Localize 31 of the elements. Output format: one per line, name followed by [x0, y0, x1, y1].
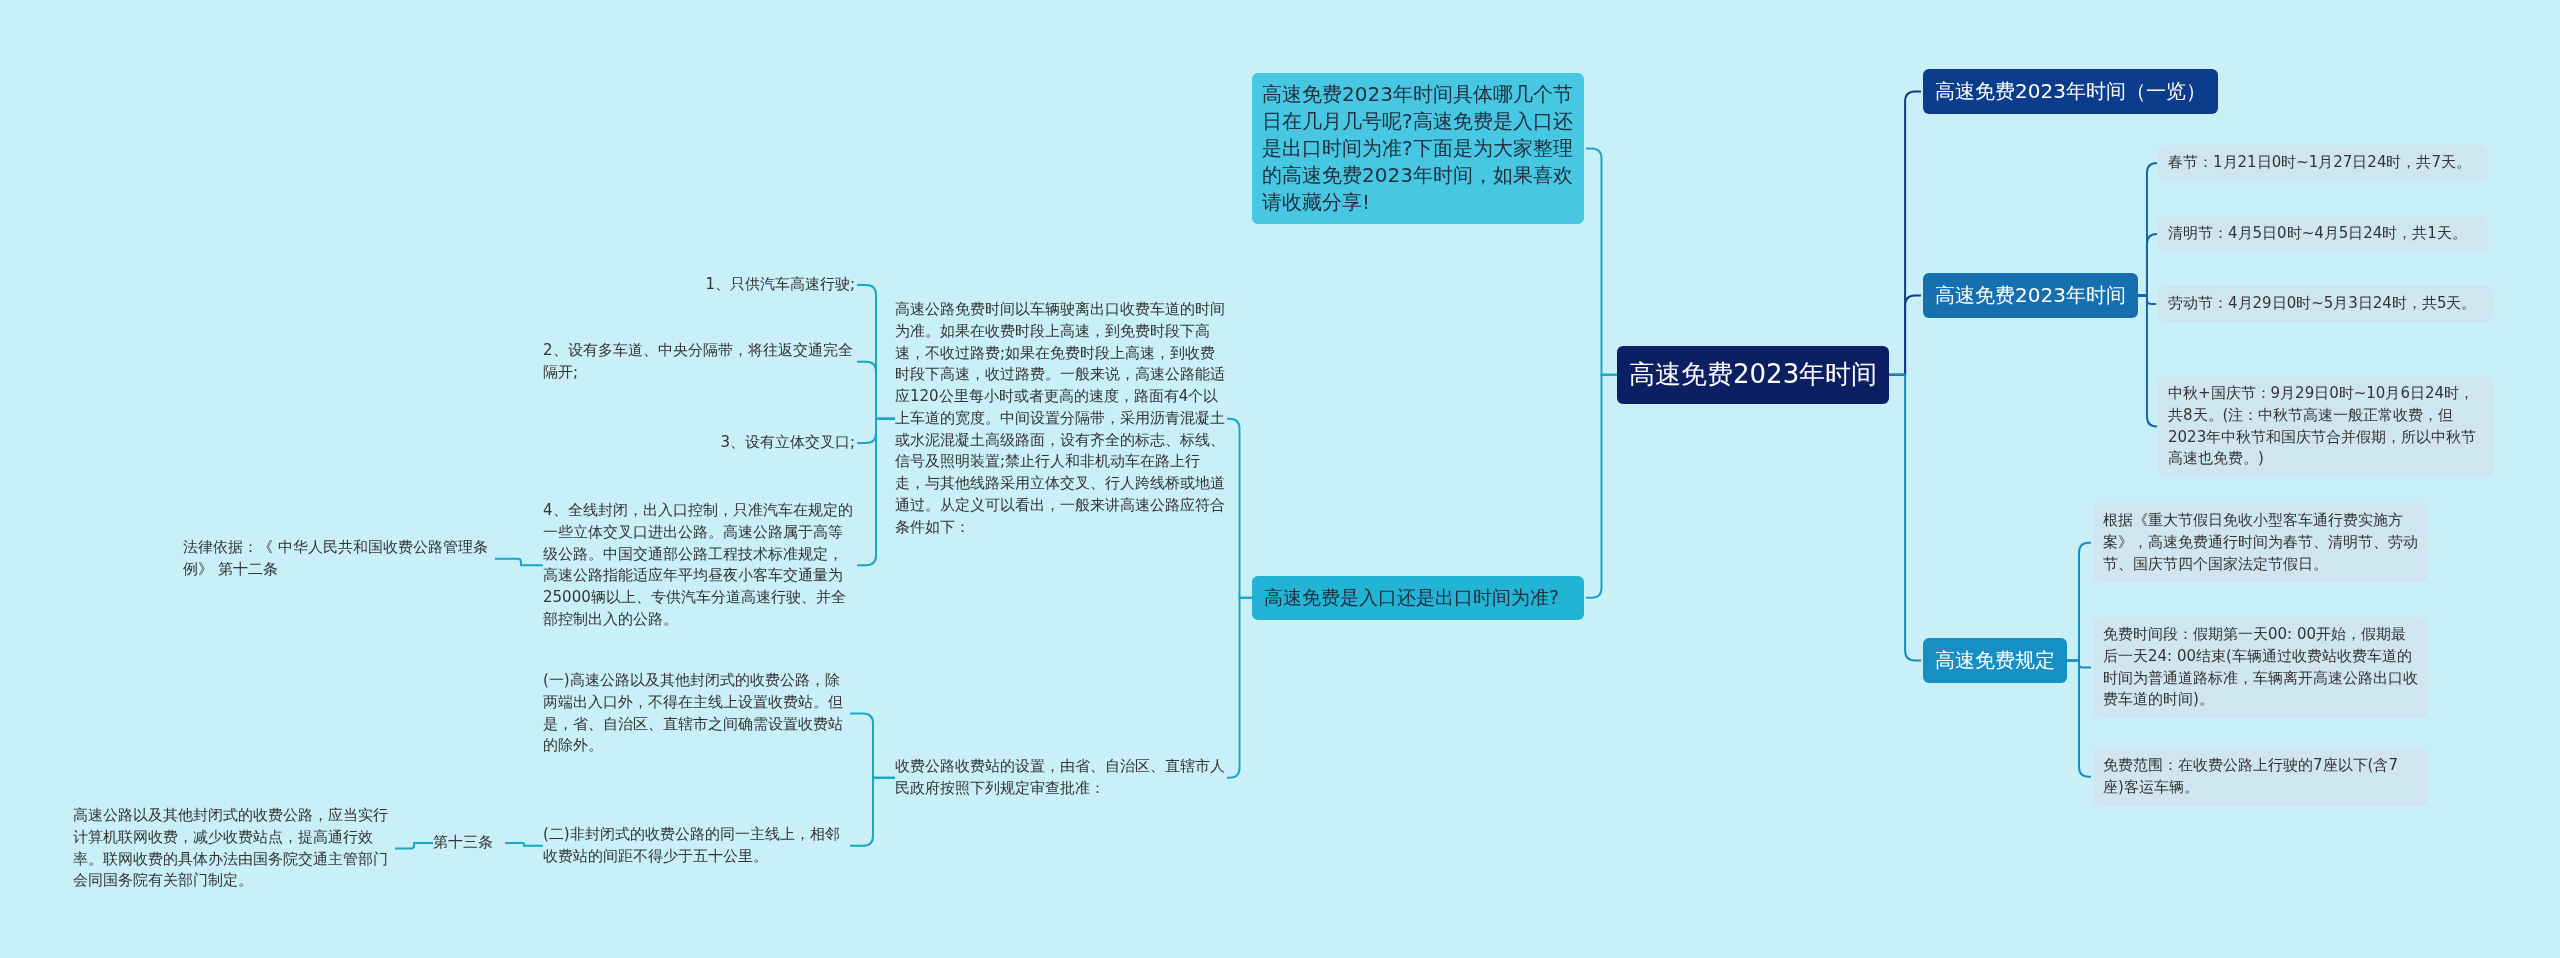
connector	[504, 841, 544, 847]
topic-text: (二)非封闭式的收费公路的同一主线上，相邻收费站的间距不得少于五十公里。	[543, 822, 848, 870]
topic-text: 3、设有立体交叉口;	[680, 430, 855, 456]
connector	[1888, 373, 1922, 662]
topic-text: 第十三条	[433, 830, 503, 856]
connector	[394, 841, 434, 850]
topic-box: 高速免费2023年时间	[1923, 273, 2138, 318]
connector	[2066, 659, 2092, 778]
connector	[2136, 294, 2158, 428]
topic-box: 高速免费2023年时间（一览）	[1923, 69, 2218, 114]
topic-text: 收费公路收费站的设置，由省、自治区、直辖市人民政府按照下列规定审查批准：	[895, 754, 1225, 802]
intro-box: 高速免费2023年时间具体哪几个节日在几月几号呢?高速免费是入口还是出口时间为准?下面是为大家整理的高速免费2023年时间，如果喜欢请收藏分享!	[1252, 73, 1584, 224]
topic-box: 高速免费是入口还是出口时间为准?	[1252, 576, 1584, 620]
note-box: 根据《重大节假日免收小型客车通行费实施方案》，高速免费通行时间为春节、清明节、劳动节、国庆节四个国家法定节假日。	[2093, 503, 2428, 583]
topic-text: 2、设有多车道、中央分隔带，将往返交通完全隔开;	[543, 338, 855, 386]
topic-text: 高速公路以及其他封闭式的收费公路，应当实行计算机联网收费，减少收费站点，提高通行效率。联网收费的具体办法由国务院交通主管部门会同国务院有关部门制定。	[73, 803, 393, 894]
connector	[494, 557, 544, 567]
note-box: 清明节：4月5日0时~4月5日24时，共1天。	[2158, 216, 2488, 252]
topic-text: 4、全线封闭，出入口控制，只准汽车在规定的一些立体交叉口进出公路。高速公路属于高等级公路。中国交通部公路工程技术标准规定，高速公路指能适应年平均昼夜小客车交通量为25000辆以上、专供汽车分道高速行驶、并全部控制出入的公路。	[543, 498, 855, 633]
note-box: 免费范围：在收费公路上行驶的7座以下(含7座)客运车辆。	[2093, 748, 2428, 806]
topic-text: 1、只供汽车高速行驶;	[680, 272, 855, 298]
note-box: 免费时间段：假期第一天00: 00开始，假期最后一天24: 00结束(车辆通过收费站收费车道的时间为普通道路标准，车辆离开高速公路出口收费车道的时间)。	[2093, 617, 2428, 718]
topic-text: 高速公路免费时间以车辆驶离出口收费车道的时间为准。如果在收费时段上高速，到免费时段下高速，不收过路费;如果在免费时段上高速，到收费时段下高速，收过路费。一般来说，高速公路能适应120公里每小时或者更高的速度，路面有4个以上车道的宽度。中间设置分隔带，采用沥青混凝土或水泥混凝土高级路面，设有齐全的标志、标线、信号及照明装置;禁止行人和非机动车在路上行走，与其他线路采用立体交叉、行人跨线桥或地道通过。从定义可以看出，一般来讲高速公路应符合条件如下：	[895, 297, 1225, 541]
topic-text: 法律依据：《 中华人民共和国收费公路管理条例》 第十二条	[183, 535, 493, 583]
topic-box: 高速免费规定	[1923, 638, 2067, 683]
connector	[1226, 596, 1253, 779]
note-box: 春节：1月21日0时~1月27日24时，共7天。	[2158, 145, 2488, 181]
note-box: 劳动节：4月29日0时~5月3日24时，共5天。	[2158, 286, 2493, 322]
topic-text: (一)高速公路以及其他封闭式的收费公路，除两端出入口外，不得在主线上设置收费站。但是，省、自治区、直辖市之间确需设置收费站的除外。	[543, 668, 848, 759]
note-box: 中秋+国庆节：9月29日0时~10月6日24时，共8天。(注：中秋节高速一般正常收费，但2023年中秋节和国庆节合并假期，所以中秋节高速也免费。)	[2158, 376, 2493, 477]
central-topic-box: 高速免费2023年时间	[1617, 346, 1890, 404]
